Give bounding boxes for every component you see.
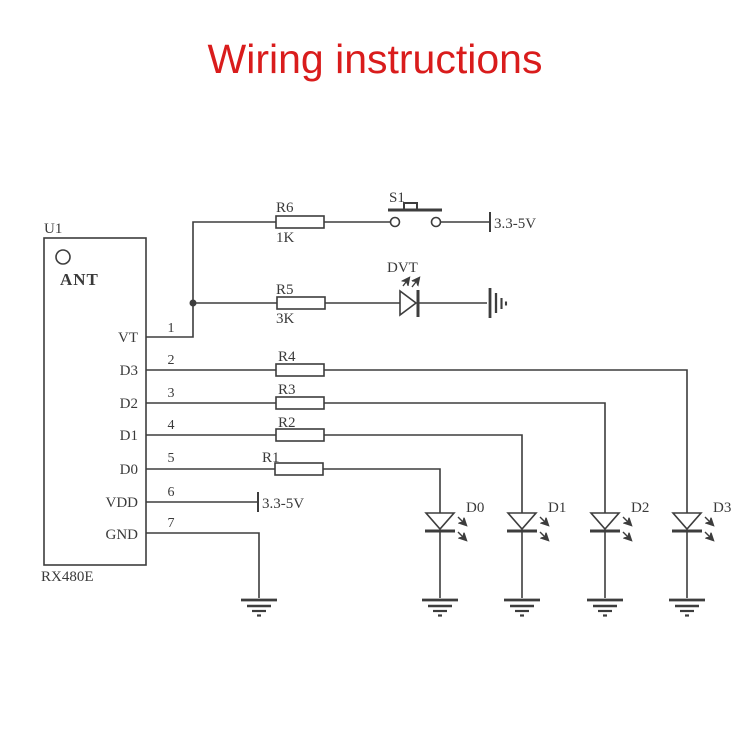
led-d2-arrow-2: [623, 531, 631, 540]
led-d2: [589, 512, 631, 540]
pin-number-6: 6: [168, 485, 175, 500]
resistor-r1: [274, 462, 324, 476]
pin1-indicator-circle: [55, 249, 71, 265]
label-s1: S1: [389, 190, 405, 206]
led-d0-arrow-1: [458, 516, 466, 525]
ground-symbol-dvt: [488, 288, 508, 318]
led-d0-arrow-2: [458, 531, 466, 540]
chip-part-number: RX480E: [41, 569, 94, 585]
ground-symbol-d1: [504, 598, 540, 617]
ground-symbol-d0: [422, 598, 458, 617]
label-r6: R6: [276, 200, 294, 216]
label-led-d1: D1: [548, 500, 566, 516]
wire-d2-to-led: [324, 402, 606, 513]
wire-vt-branch: [146, 221, 276, 338]
chip-pin-names: VT D3 D2 D1 D0 VDD GND: [106, 330, 139, 543]
pin-number-1: 1: [168, 321, 175, 336]
pin-name-d3: D3: [120, 363, 138, 379]
pin-number-3: 3: [168, 386, 175, 401]
chip-u1: [43, 237, 147, 566]
label-led-d3: D3: [713, 500, 731, 516]
label-dvt: DVT: [387, 260, 418, 276]
pin-name-vdd: VDD: [106, 495, 139, 511]
resistor-r5: [276, 296, 326, 310]
label-r2: R2: [278, 415, 296, 431]
switch-contact-right: [430, 216, 442, 228]
led-d3: [671, 512, 713, 540]
led-d1: [506, 512, 548, 540]
led-d1-arrow-2: [540, 531, 548, 540]
wires: [146, 221, 688, 598]
label-r6-value: 1K: [276, 230, 295, 246]
chip-pin-numbers: 1 2 3 4 5 6 7: [168, 321, 175, 531]
resistor-r3: [275, 396, 325, 410]
switch-s1: [388, 202, 442, 228]
pin-number-7: 7: [168, 516, 175, 531]
wire-d3-to-led: [324, 369, 688, 513]
led-d1-triangle: [506, 512, 538, 531]
ground-symbol-chip: [241, 598, 277, 617]
led-d3-triangle: [671, 512, 703, 531]
led-dvt-arrow-2: [412, 278, 419, 288]
chip-body: [43, 237, 147, 566]
resistor-r2: [275, 428, 325, 442]
pin-number-5: 5: [168, 451, 175, 466]
resistor-r6: [275, 215, 325, 229]
pin-name-d2: D2: [120, 396, 138, 412]
led-d3-arrow-2: [705, 531, 713, 540]
label-r5: R5: [276, 282, 294, 298]
led-d0-triangle: [424, 512, 456, 531]
junction-dot: [189, 299, 197, 307]
label-led-d0: D0: [466, 500, 484, 516]
ground-symbol-d3: [669, 598, 705, 617]
pin-name-vt: VT: [118, 330, 138, 346]
led-d3-arrow-1: [705, 516, 713, 525]
label-r3: R3: [278, 382, 296, 398]
label-led-d2: D2: [631, 500, 649, 516]
wire-d1-to-led: [324, 434, 523, 513]
label-r1: R1: [262, 450, 280, 466]
wire-gnd: [146, 532, 260, 598]
switch-actuator-bump: [403, 202, 418, 209]
pin-number-4: 4: [168, 418, 175, 433]
label-r5-value: 3K: [276, 311, 295, 327]
pin-name-d1: D1: [120, 428, 138, 444]
page-title: Wiring instructions: [207, 36, 543, 82]
resistor-r4: [275, 363, 325, 377]
resistors: [274, 215, 326, 476]
led-d0: [424, 512, 466, 540]
pin-name-gnd: GND: [106, 527, 139, 543]
pin-name-d0: D0: [120, 462, 138, 478]
chip-ref-label: U1: [44, 221, 62, 237]
wire-d0-to-led: [323, 468, 441, 513]
pin-number-2: 2: [168, 353, 175, 368]
led-dvt: [399, 278, 419, 317]
led-dvt-triangle: [399, 289, 418, 317]
switch-contact-left: [389, 216, 401, 228]
label-rail-top: 3.3-5V: [494, 216, 536, 232]
led-d2-triangle: [589, 512, 621, 531]
led-dvt-arrow-1: [403, 278, 409, 286]
label-rail-vdd: 3.3-5V: [262, 496, 304, 512]
label-r4: R4: [278, 349, 296, 365]
led-d2-arrow-1: [623, 516, 631, 525]
led-d1-arrow-1: [540, 516, 548, 525]
ground-symbol-d2: [587, 598, 623, 617]
chip-ant-label: ANT: [60, 270, 99, 289]
